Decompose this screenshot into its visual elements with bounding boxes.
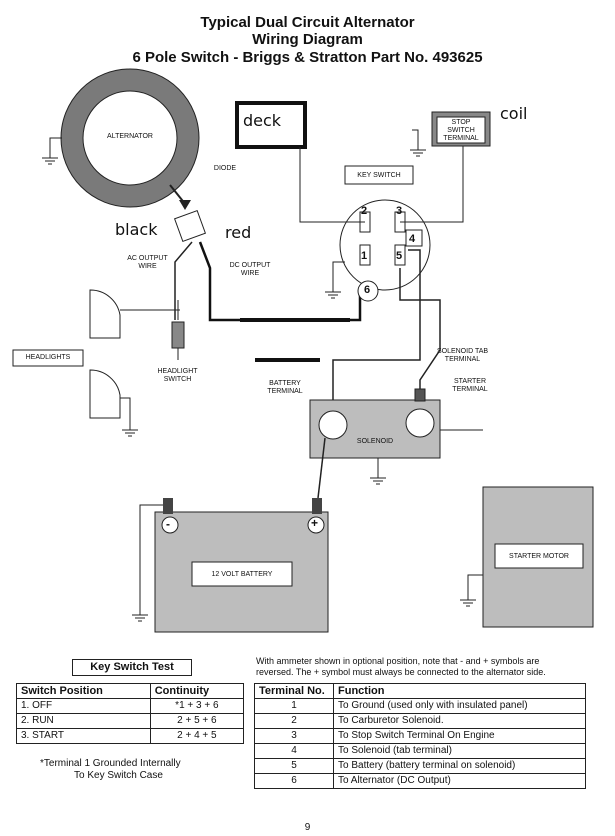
table-row: 1. OFF *1 + 3 + 6: [16, 698, 245, 714]
terminal-2: 2: [361, 205, 368, 217]
key-switch-note-1: *Terminal 1 Grounded Internally: [40, 758, 181, 769]
key-switch-label: KEY SWITCH: [357, 172, 401, 179]
terminal-3: 3: [396, 205, 403, 217]
solenoid-label: SOLENOID: [356, 438, 394, 445]
page-number: 9: [304, 822, 311, 833]
ammeter-note-2: reversed. The + symbol must always be co…: [256, 667, 546, 677]
starter-motor-label: STARTER MOTOR: [509, 553, 569, 560]
deck-box: [235, 101, 307, 149]
coil-label: coil: [500, 104, 528, 123]
alternator-ring: [61, 69, 199, 207]
terminal-5: 5: [396, 250, 403, 262]
title-line2: Wiring Diagram: [252, 31, 363, 48]
headlight-switch-shape: [171, 321, 185, 349]
table-row: 3. START 2 + 4 + 5: [16, 728, 245, 744]
table-row: 2. RUN 2 + 5 + 6: [16, 713, 245, 729]
deck-label: deck: [243, 111, 282, 130]
title-line1: Typical Dual Circuit Alternator: [200, 14, 415, 31]
ammeter-note-1: With ammeter shown in optional position,…: [256, 656, 540, 666]
key-switch-test-table: Switch Position Continuity 1. OFF *1 + 3…: [16, 683, 245, 744]
battery-positive: +: [311, 516, 319, 530]
diode-label: DIODE: [213, 165, 237, 172]
headlights-label: HEADLIGHTS: [25, 354, 71, 361]
key-switch-test-heading: Key Switch Test: [72, 659, 192, 676]
wire-connector: [173, 209, 207, 243]
red-label: red: [225, 223, 252, 242]
col-terminal-no: Terminal No.: [254, 683, 334, 699]
black-label: black: [115, 220, 158, 239]
battery-negative: -: [166, 517, 170, 531]
terminal-6: 6: [364, 284, 371, 296]
col-function: Function: [333, 683, 586, 699]
key-switch-body: [339, 199, 431, 291]
alternator-label: ALTERNATOR: [107, 133, 153, 140]
col-continuity: Continuity: [149, 683, 245, 699]
terminal-1: 1: [361, 250, 368, 262]
key-switch-note-2: To Key Switch Case: [74, 770, 163, 781]
terminal-4: 4: [409, 233, 416, 245]
col-switch-position: Switch Position: [16, 683, 151, 699]
battery-label: 12 VOLT BATTERY: [211, 571, 273, 578]
title-line3: 6 Pole Switch - Briggs & Stratton Part N…: [132, 49, 483, 66]
